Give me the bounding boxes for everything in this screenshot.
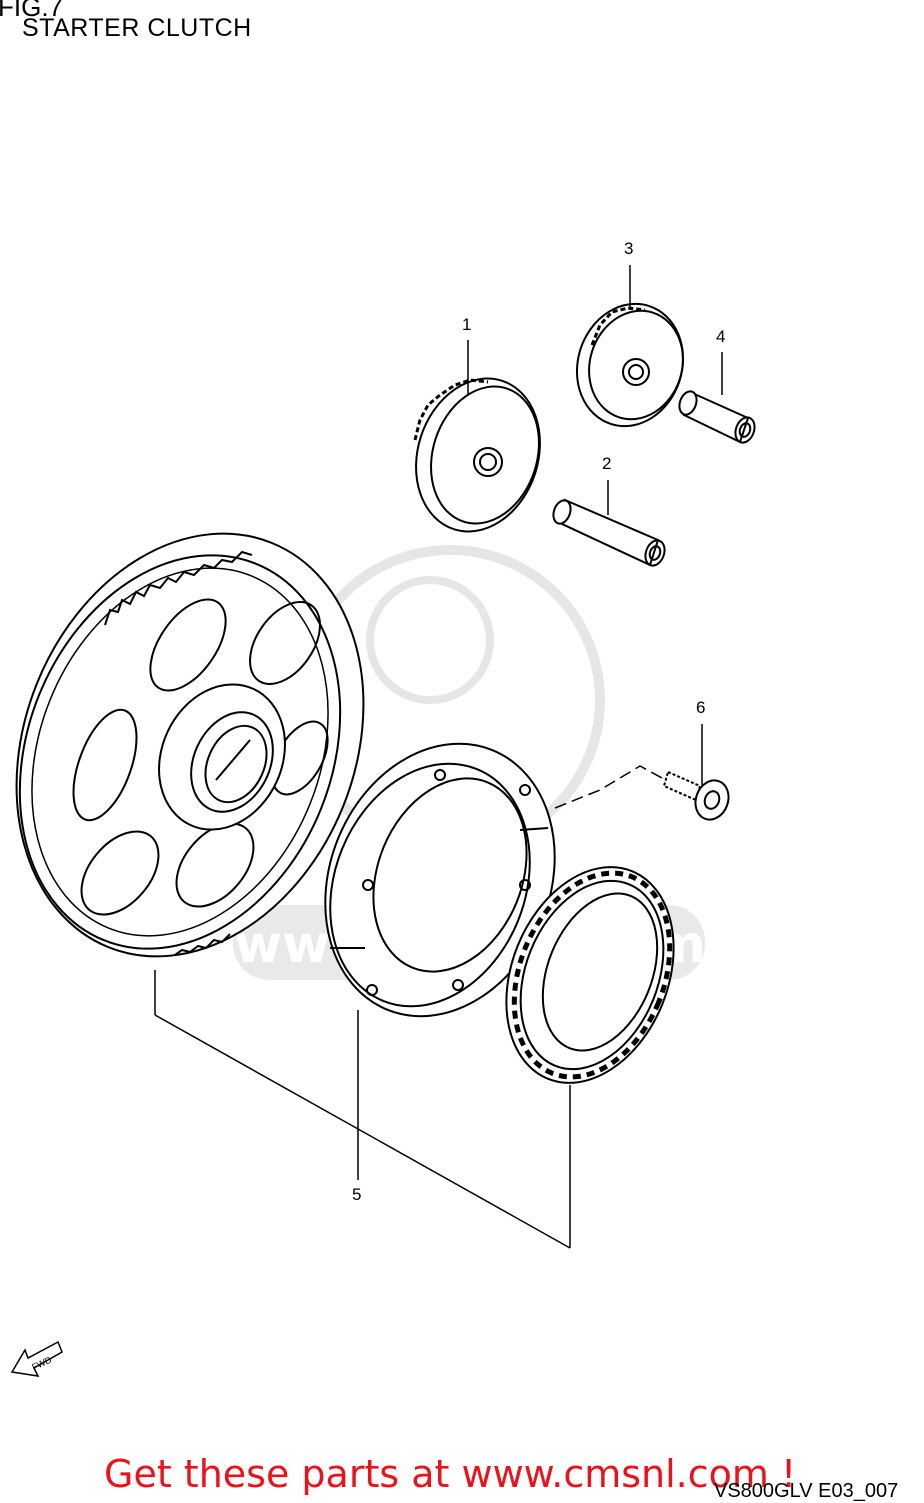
callout-2: 2 <box>602 454 611 473</box>
figure-number: FIG.7 <box>0 0 64 22</box>
starter-idle-gear-no1 <box>413 377 541 533</box>
hex-socket-bolt <box>662 770 730 821</box>
callout-1: 1 <box>462 315 471 334</box>
callout-5: 5 <box>352 1185 361 1204</box>
callout-4: 4 <box>716 327 725 346</box>
callout-6: 6 <box>696 698 705 717</box>
starter-driven-gear <box>15 532 365 958</box>
callout-3: 3 <box>624 239 633 258</box>
forward-direction-arrow: FWD <box>10 1340 63 1377</box>
get-parts-link[interactable]: Get these parts at www.cmsnl.com ! <box>104 1452 797 1496</box>
one-way-clutch-bearing <box>505 866 675 1084</box>
diagram-code: VS800GLV E03_007 <box>714 1480 899 1502</box>
idle-gear-shaft-no1 <box>552 498 666 567</box>
figure-title: STARTER CLUTCH <box>22 14 252 42</box>
assembly-line <box>554 765 663 809</box>
leader-lines <box>154 265 723 1249</box>
starter-idle-gear-no2 <box>575 302 685 428</box>
idle-gear-shaft-no2 <box>678 390 756 444</box>
